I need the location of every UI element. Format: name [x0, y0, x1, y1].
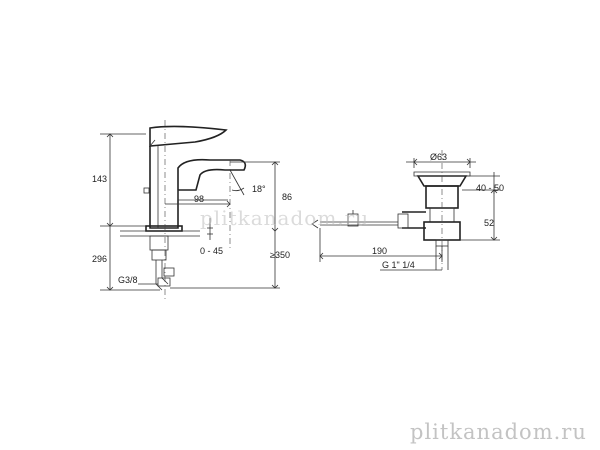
dim-total-height: 296 [92, 254, 107, 264]
watermark-corner: plitkanadom.ru [410, 420, 587, 444]
faucet-lever [149, 125, 228, 147]
dim-connection-thread: G3/8 [118, 275, 138, 285]
faucet-dimension-lines [100, 133, 280, 291]
dim-spout-reach: 98 [194, 194, 204, 204]
dim-spout-clearance: 86 [282, 192, 292, 202]
dim-faucet-height: 143 [92, 174, 107, 184]
faucet-drawing [120, 120, 247, 300]
drain-dimension-lines [319, 158, 500, 271]
dim-drain-diameter: Ø63 [430, 152, 447, 162]
dim-deck-thickness: 0 - 45 [200, 246, 223, 256]
faucet-body [149, 146, 247, 229]
dim-hose-length: ≥350 [270, 250, 290, 260]
dim-drain-height: 52 [484, 218, 494, 228]
dim-drain-range: 40 - 50 [476, 183, 504, 193]
watermark-center: plitkanadom.ru [200, 206, 370, 230]
dim-drain-thread: G 1" 1/4 [382, 260, 415, 270]
dim-spout-angle: 18° [252, 184, 266, 194]
dim-rod-length: 190 [372, 246, 387, 256]
